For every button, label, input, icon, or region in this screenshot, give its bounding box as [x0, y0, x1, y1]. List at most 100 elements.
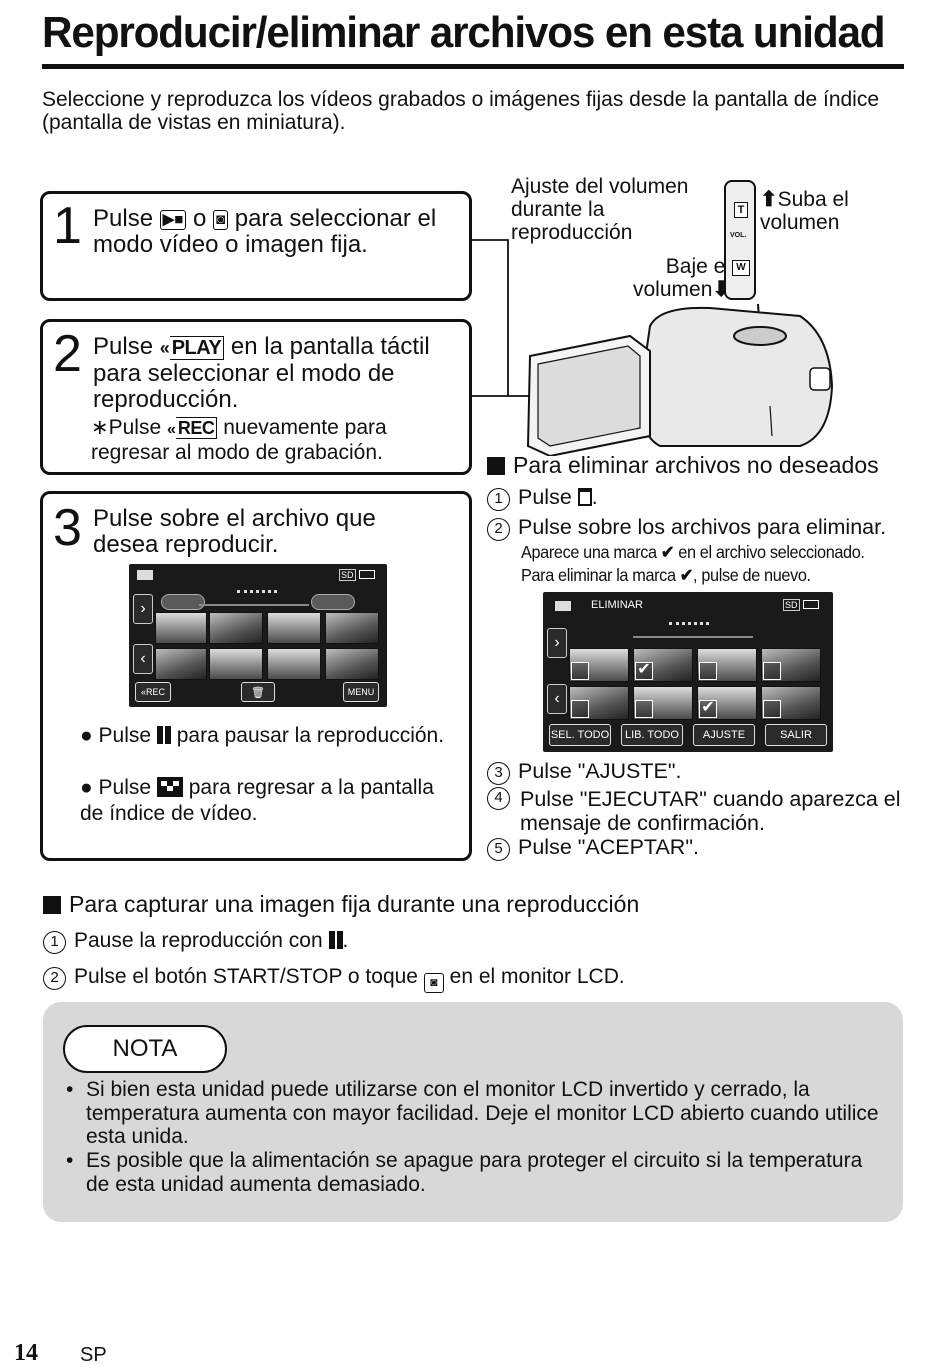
select-checkbox[interactable] [571, 700, 589, 718]
page-indicator [669, 622, 709, 628]
select-checkbox[interactable] [635, 700, 653, 718]
step-2-box: 2 Pulse «PLAY en la pantalla táctil para… [40, 319, 472, 475]
select-checkbox[interactable]: ✔ [635, 662, 653, 680]
select-checkbox[interactable] [699, 662, 717, 680]
thumbnail[interactable] [155, 648, 207, 680]
menu-button[interactable]: MENU [343, 682, 379, 702]
arrow-up-icon: ⬆ [760, 188, 778, 211]
select-checkbox[interactable] [571, 662, 589, 680]
thumbnail[interactable] [633, 686, 693, 720]
date-pill [161, 594, 205, 610]
step-1-number: 1 [53, 197, 82, 255]
thumbnail[interactable] [697, 686, 757, 720]
thumbnail[interactable] [761, 648, 821, 682]
step-1-text: Pulse ▶■ o ◙ para seleccionar el modo ví… [93, 205, 437, 258]
delete-step-2-note-1: Aparece una marca ✔ en el archivo selecc… [521, 542, 865, 562]
lever-w-label: W [732, 260, 750, 276]
step-number-badge: 4 [487, 787, 510, 810]
note-item-2: •Es posible que la alimentación se apagu… [66, 1149, 863, 1196]
camcorder-illustration [526, 303, 834, 456]
square-bullet [487, 457, 505, 475]
page-title: Reproducir/eliminar archivos en esta uni… [42, 8, 886, 57]
pause-icon [156, 726, 171, 744]
intro-text: Seleccione y reproduzca los vídeos graba… [42, 88, 880, 134]
index-icon [156, 777, 183, 797]
step-2-text: Pulse «PLAY en la pantalla táctil para s… [93, 333, 430, 413]
thumbnail[interactable] [569, 686, 629, 720]
delete-screen: ELIMINAR SD › ‹ ✔ ✔ SEL. TODO LIB. TODO … [543, 592, 833, 752]
rec-button-label: REC [175, 417, 218, 439]
thumbnail[interactable] [761, 686, 821, 720]
step-number-badge: 1 [487, 488, 510, 511]
select-checkbox[interactable] [763, 662, 781, 680]
thumbnail[interactable] [569, 648, 629, 682]
next-arrow-button[interactable]: › [133, 594, 153, 624]
exit-button[interactable]: SALIR [765, 724, 827, 746]
sd-badge: SD [783, 599, 800, 611]
thumbnail[interactable] [325, 648, 379, 680]
bullet-dot: ● [80, 776, 99, 799]
rec-button[interactable]: «REC [135, 682, 171, 702]
lever-vol-label: VOL. [730, 232, 747, 239]
scroll-bar[interactable] [633, 636, 753, 638]
note-label: NOTA [63, 1025, 227, 1073]
thumbnail[interactable] [325, 612, 379, 644]
select-checkbox[interactable]: ✔ [699, 700, 717, 718]
prev-arrow-button[interactable]: ‹ [133, 644, 153, 674]
thumbnail[interactable] [633, 648, 693, 682]
video-mode-icon [555, 601, 571, 611]
snapshot-icon: ◙ [423, 973, 444, 993]
index-screen: SD › ‹ «REC 🗑 MENU [129, 564, 387, 707]
title-rule [42, 64, 904, 69]
capture-heading: Para capturar una imagen fija durante un… [43, 890, 639, 918]
step-number-badge: 5 [487, 838, 510, 861]
next-arrow-button[interactable]: › [547, 628, 567, 658]
step-1-box: 1 Pulse ▶■ o ◙ para seleccionar el modo … [40, 191, 472, 301]
step-number-badge: 2 [487, 518, 510, 541]
step-2-note: ∗Pulse «REC nuevamente para regresar al … [91, 416, 387, 464]
step-3-bullet-index: ● Pulse para regresar a la pantalla de í… [80, 776, 434, 825]
thumbnail[interactable] [209, 648, 263, 680]
set-button[interactable]: AJUSTE [693, 724, 755, 746]
date-pill [311, 594, 355, 610]
step-3-number: 3 [53, 499, 82, 557]
bullet-dot: ● [80, 724, 99, 747]
thumbnail[interactable] [267, 648, 321, 680]
square-bullet [43, 896, 61, 914]
lever-t-label: T [734, 202, 748, 218]
select-all-button[interactable]: SEL. TODO [549, 724, 611, 746]
trash-icon [577, 488, 592, 506]
rec-button-icon: « [166, 421, 176, 438]
step-3-box: 3 Pulse sobre el archivo que desea repro… [40, 491, 472, 861]
select-checkbox[interactable] [763, 700, 781, 718]
sd-badge: SD [339, 569, 356, 581]
thumbnail[interactable] [155, 612, 207, 644]
volume-lever[interactable]: T VOL. W [724, 180, 756, 300]
release-all-button[interactable]: LIB. TODO [621, 724, 683, 746]
prev-arrow-button[interactable]: ‹ [547, 684, 567, 714]
check-icon: ✔ [660, 542, 675, 562]
language-code: SP [80, 1344, 107, 1365]
step-3-text: Pulse sobre el archivo que desea reprodu… [93, 505, 376, 558]
thumbnail[interactable] [697, 648, 757, 682]
video-mode-icon [137, 570, 153, 580]
thumbnail[interactable] [209, 612, 263, 644]
pause-icon [328, 931, 343, 949]
check-icon: ✔ [679, 565, 694, 585]
thumbnail[interactable] [267, 612, 321, 644]
volume-down-label: Baje el volumen⬇ [633, 255, 730, 301]
step-3-bullet-pause: ● Pulse para pausar la reproducción. [80, 724, 445, 747]
battery-icon [803, 600, 819, 609]
scroll-bar[interactable] [199, 604, 309, 606]
play-button-icon: « [159, 338, 170, 358]
page-indicator [237, 590, 277, 596]
trash-button[interactable]: 🗑 [241, 682, 275, 702]
note-item-1: •Si bien esta unidad puede utilizarse co… [66, 1078, 879, 1148]
